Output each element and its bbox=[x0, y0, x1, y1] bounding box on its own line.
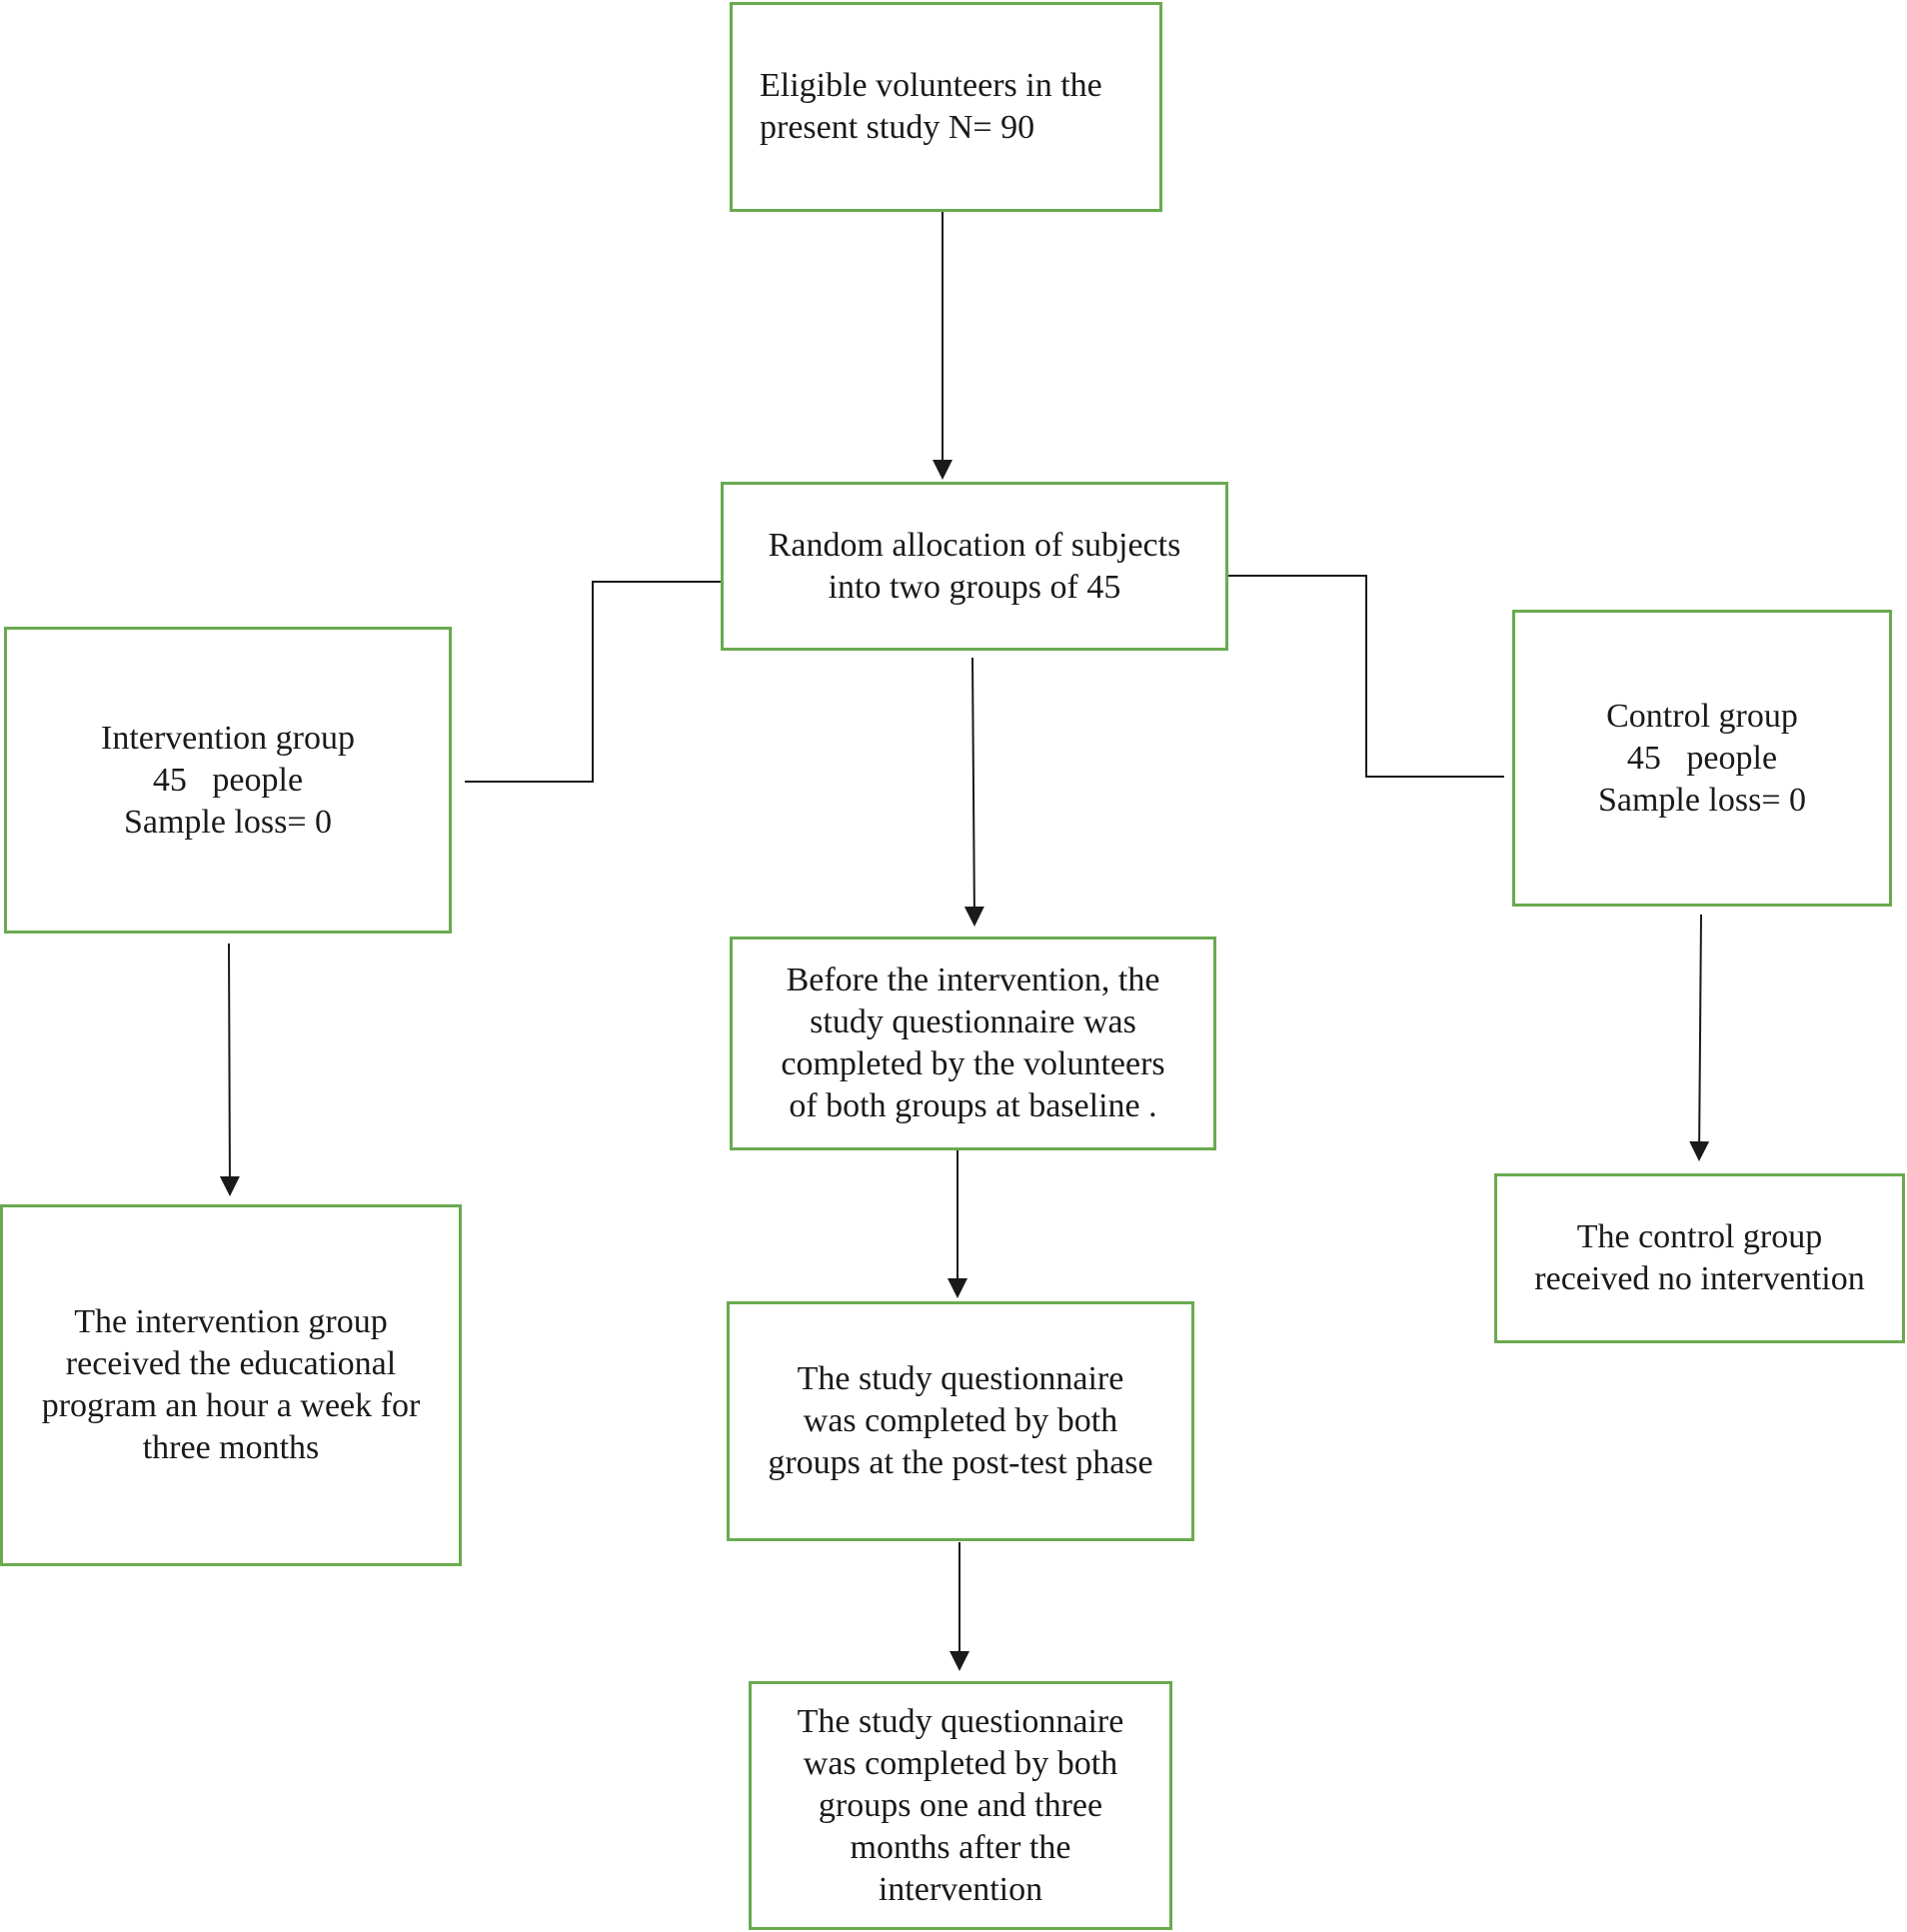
follow-up-questionnaire-line-3: groups one and three bbox=[818, 1786, 1103, 1824]
connector-random-to-control-group bbox=[1227, 575, 1504, 778]
baseline-questionnaire-text: Before the intervention, the study quest… bbox=[761, 960, 1184, 1127]
arrow-intervention-group-to-program bbox=[219, 943, 240, 1196]
baseline-questionnaire-line-3: completed by the volunteers bbox=[781, 1045, 1165, 1082]
no-intervention-box: The control group received no interventi… bbox=[1494, 1173, 1905, 1343]
eligible-volunteers-text: Eligible volunteers in the present study… bbox=[733, 65, 1102, 149]
post-test-questionnaire-line-2: was completed by both bbox=[803, 1402, 1118, 1439]
arrow-random-to-baseline bbox=[963, 657, 984, 927]
random-allocation-line-2: into two groups of 45 bbox=[828, 568, 1121, 606]
post-test-questionnaire-box: The study questionnaire was completed by… bbox=[727, 1301, 1194, 1541]
connector-random-to-intervention-group bbox=[465, 581, 722, 783]
random-allocation-text: Random allocation of subjects into two g… bbox=[749, 525, 1201, 609]
intervention-program-line-4: three months bbox=[142, 1429, 320, 1466]
follow-up-questionnaire-line-5: intervention bbox=[878, 1870, 1043, 1908]
intervention-group-line-2: 45 people bbox=[152, 761, 304, 799]
follow-up-questionnaire-line-1: The study questionnaire bbox=[797, 1702, 1124, 1740]
post-test-questionnaire-line-1: The study questionnaire bbox=[797, 1360, 1124, 1397]
no-intervention-line-2: received no intervention bbox=[1534, 1260, 1865, 1297]
intervention-group-line-3: Sample loss= 0 bbox=[123, 803, 333, 841]
control-group-text: Control group 45 people Sample loss= 0 bbox=[1578, 696, 1826, 822]
intervention-program-line-1: The intervention group bbox=[74, 1303, 388, 1340]
no-intervention-line-1: The control group bbox=[1576, 1218, 1823, 1255]
baseline-questionnaire-line-2: study questionnaire was bbox=[810, 1003, 1136, 1040]
intervention-group-box: Intervention group 45 people Sample loss… bbox=[4, 627, 452, 934]
random-allocation-line-1: Random allocation of subjects bbox=[768, 526, 1181, 564]
intervention-group-line-1: Intervention group bbox=[101, 719, 355, 757]
follow-up-questionnaire-box: The study questionnaire was completed by… bbox=[749, 1681, 1172, 1930]
control-group-box: Control group 45 people Sample loss= 0 bbox=[1512, 610, 1892, 907]
post-test-questionnaire-line-3: groups at the post-test phase bbox=[768, 1444, 1153, 1481]
baseline-questionnaire-line-1: Before the intervention, the bbox=[786, 962, 1160, 998]
intervention-group-text: Intervention group 45 people Sample loss… bbox=[81, 718, 375, 844]
intervention-program-line-3: program an hour a week for bbox=[41, 1387, 421, 1424]
arrow-control-group-to-no-intervention bbox=[1689, 914, 1710, 1161]
random-allocation-box: Random allocation of subjects into two g… bbox=[721, 482, 1228, 651]
control-group-line-2: 45 people bbox=[1626, 739, 1778, 777]
follow-up-questionnaire-line-4: months after the bbox=[850, 1828, 1071, 1866]
intervention-program-text: The intervention group received the educ… bbox=[22, 1301, 441, 1469]
intervention-program-box: The intervention group received the educ… bbox=[0, 1204, 462, 1566]
no-intervention-text: The control group received no interventi… bbox=[1514, 1216, 1884, 1300]
post-test-questionnaire-text: The study questionnaire was completed by… bbox=[748, 1358, 1172, 1484]
baseline-questionnaire-box: Before the intervention, the study quest… bbox=[730, 937, 1216, 1150]
follow-up-questionnaire-line-2: was completed by both bbox=[803, 1744, 1118, 1782]
eligible-volunteers-line-2: present study N= 90 bbox=[760, 109, 1035, 146]
eligible-volunteers-line-1: Eligible volunteers in the bbox=[760, 67, 1102, 104]
eligible-volunteers-box: Eligible volunteers in the present study… bbox=[730, 2, 1162, 212]
intervention-program-line-2: received the educational bbox=[65, 1345, 397, 1382]
control-group-line-3: Sample loss= 0 bbox=[1597, 781, 1807, 819]
control-group-line-1: Control group bbox=[1606, 697, 1798, 735]
follow-up-questionnaire-text: The study questionnaire was completed by… bbox=[778, 1701, 1144, 1911]
baseline-questionnaire-line-4: of both groups at baseline . bbox=[789, 1087, 1157, 1124]
